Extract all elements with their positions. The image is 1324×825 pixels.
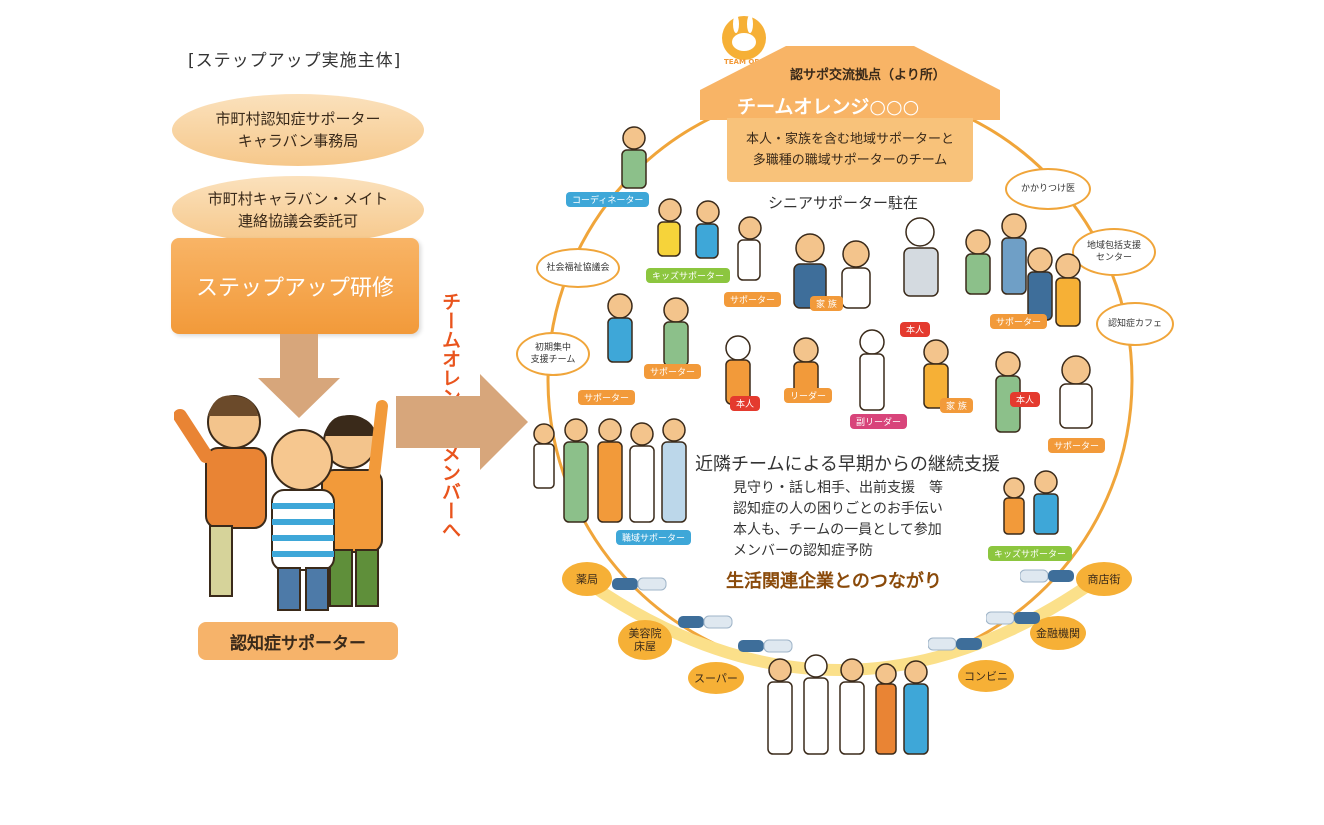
community-center-line2: センター bbox=[1095, 253, 1132, 263]
people-illustration bbox=[607, 126, 1093, 433]
beauty-salon-circle: 美容院 床屋 bbox=[618, 620, 672, 660]
beauty-salon-line1: 美容院 bbox=[628, 627, 662, 640]
convenience-store-label: コンビニ bbox=[964, 669, 1008, 683]
kids-supporter-tag-2: キッズサポーター bbox=[988, 546, 1073, 561]
initial-support-line1: 初期集中 bbox=[534, 343, 571, 353]
convenience-store-circle: コンビニ bbox=[958, 660, 1014, 692]
person-tag-3: 本人 bbox=[1010, 392, 1041, 407]
community-center-line1: 地域包括支援 bbox=[1086, 241, 1141, 251]
team-orange-title: チームオレンジ○○○ bbox=[737, 96, 920, 118]
community-center-bubble: 地域包括支援 センター bbox=[1072, 228, 1156, 276]
support-list: 見守り・話し相手、出前支援 等 認知症の人の困りごとのお手伝い 本人も、チームの… bbox=[733, 478, 943, 562]
person-tag-1: 本人 bbox=[900, 322, 931, 337]
financial-institution-label: 金融機関 bbox=[1036, 626, 1080, 640]
supporter-tag-3: サポーター bbox=[644, 364, 702, 379]
house-desc-line1: 本人・家族を含む地域サポーターと bbox=[745, 132, 954, 147]
support-item: 本人も、チームの一員として参加 bbox=[733, 522, 942, 538]
senior-supporter-label: シニアサポーター駐在 bbox=[768, 194, 919, 212]
initial-support-line2: 支援チーム bbox=[530, 355, 576, 365]
supporter-tag-2: サポーター bbox=[990, 314, 1048, 329]
dementia-supporter-box: 認知症サポーター bbox=[198, 622, 398, 660]
neighborhood-support-heading: 近隣チームによる早期からの継続支援 bbox=[695, 454, 1000, 475]
caravan-mate-line2: 連絡協議会委託可 bbox=[237, 212, 358, 230]
coordinator-tag: コーディネーター bbox=[566, 192, 650, 207]
pharmacy-label: 薬局 bbox=[576, 572, 598, 586]
supporter-tag-5: サポーター bbox=[1048, 438, 1106, 453]
dementia-supporter-label: 認知症サポーター bbox=[230, 633, 366, 654]
family-doctor-label: かかりつけ医 bbox=[1020, 184, 1076, 194]
pharmacy-circle: 薬局 bbox=[562, 562, 612, 596]
supporters-illustration bbox=[174, 395, 388, 611]
business-people-illustration bbox=[767, 654, 929, 755]
support-item: 認知症の人の困りごとのお手伝い bbox=[733, 501, 943, 517]
support-item: メンバーの認知症予防 bbox=[733, 543, 873, 559]
supporter-tag-4: サポーター bbox=[578, 390, 636, 405]
handshake-icon bbox=[678, 615, 733, 629]
supporter-tag-1: サポーター bbox=[724, 292, 782, 307]
house-roof bbox=[700, 46, 1000, 120]
business-link-heading: 生活関連企業とのつながり bbox=[726, 571, 942, 592]
house-body: 本人・家族を含む地域サポーターと 多職種の職域サポーターのチーム bbox=[727, 118, 973, 182]
caravan-mate-ellipse: 市町村キャラバン・メイト 連絡協議会委託可 bbox=[172, 176, 424, 244]
step-up-training-box: ステップアップ研修 bbox=[171, 238, 419, 334]
subleader-tag: 副リーダー bbox=[850, 414, 908, 429]
social-welfare-label: 社会福祉協議会 bbox=[546, 263, 610, 273]
shopping-street-circle: 商店街 bbox=[1076, 562, 1132, 596]
supermarket-label: スーパー bbox=[694, 671, 738, 685]
kids-illustration bbox=[1003, 470, 1059, 535]
caravan-office-line1: 市町村認知症サポーター bbox=[215, 110, 381, 128]
caravan-mate-line1: 市町村キャラバン・メイト bbox=[207, 190, 389, 208]
team-orange-logo-icon bbox=[722, 15, 766, 60]
house-desc-line2: 多職種の職域サポーターのチーム bbox=[752, 153, 948, 168]
handshake-icon bbox=[986, 611, 1040, 625]
step-up-training-label: ステップアップ研修 bbox=[195, 276, 394, 301]
family-doctor-bubble: かかりつけ医 bbox=[1005, 168, 1091, 210]
person-tag-2: 本人 bbox=[730, 396, 761, 411]
dementia-cafe-bubble: 認知症カフェ bbox=[1096, 302, 1174, 346]
workplace-supporter-tag: 職域サポーター bbox=[616, 530, 692, 545]
house-roof-label: 認サポ交流拠点（より所） bbox=[790, 68, 946, 83]
team-orange-logo-text: TEAM ORANGE bbox=[724, 58, 782, 66]
shopping-street-label: 商店街 bbox=[1087, 572, 1121, 586]
social-welfare-bubble: 社会福祉協議会 bbox=[536, 248, 620, 288]
handshake-icon bbox=[612, 577, 667, 591]
workplace-people-illustration bbox=[533, 418, 687, 523]
implementer-heading: [ステップアップ実施主体] bbox=[188, 51, 402, 71]
supermarket-circle: スーパー bbox=[688, 662, 744, 694]
handshake-icon bbox=[738, 639, 793, 653]
beauty-salon-line2: 床屋 bbox=[634, 640, 656, 653]
kids-supporter-tag-1: キッズサポーター bbox=[646, 268, 731, 283]
right-arrow-icon bbox=[396, 374, 528, 470]
down-arrow-icon bbox=[258, 334, 340, 418]
caravan-office-ellipse: 市町村認知症サポーター キャラバン事務局 bbox=[172, 94, 424, 166]
family-tag-2: 家 族 bbox=[940, 398, 973, 413]
financial-institution-circle: 金融機関 bbox=[1030, 616, 1086, 650]
support-item: 見守り・話し相手、出前支援 等 bbox=[733, 480, 943, 496]
handshake-icon bbox=[928, 637, 982, 651]
leader-tag: リーダー bbox=[784, 388, 833, 403]
initial-support-bubble: 初期集中 支援チーム bbox=[516, 332, 590, 376]
handshake-icon bbox=[1020, 569, 1074, 583]
caravan-office-line2: キャラバン事務局 bbox=[237, 132, 359, 150]
family-tag-1: 家 族 bbox=[810, 296, 843, 311]
dementia-cafe-label: 認知症カフェ bbox=[1107, 319, 1162, 329]
